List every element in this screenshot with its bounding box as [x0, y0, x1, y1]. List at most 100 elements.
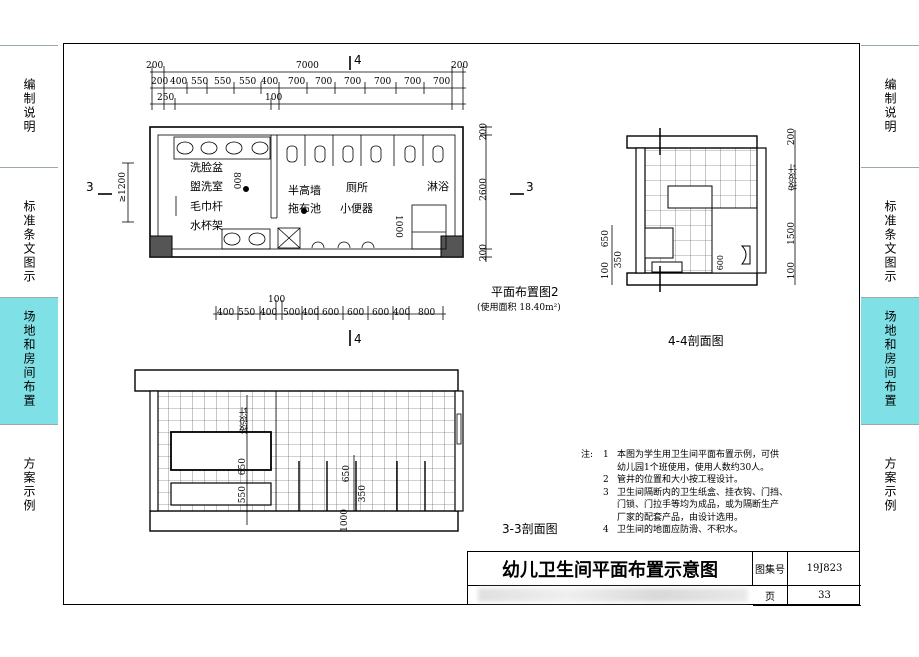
dim-right-2600: 2600 — [479, 178, 489, 201]
dim-b-400: 400 — [393, 308, 411, 318]
note-text: 本图为学生用卫生间平面布置示例，可供 — [617, 450, 780, 460]
dim-800: 800 — [231, 172, 241, 190]
s44-dim-100-right: 100 — [787, 262, 797, 280]
dim-b-600: 600 — [372, 308, 390, 318]
dim-b-800: 800 — [418, 308, 436, 318]
dim-b-550: 550 — [238, 308, 256, 318]
section-mark-3-right: 3 — [526, 180, 534, 194]
label-towel-rail: 毛巾杆 — [190, 200, 223, 213]
notes: 注: 1 本图为学生用卫生间平面布置示例，可供 幼儿园1个班使用，使用人数约30人。… — [581, 449, 821, 537]
label-sink: 洗脸盆 — [190, 161, 223, 174]
page-label: 页 — [753, 586, 788, 606]
label-washroom: 盥洗室 — [190, 180, 223, 193]
dim-b-500: 500 — [283, 308, 301, 318]
tab-label: 场地和房间布置 — [883, 310, 897, 408]
s44-dim-350: 350 — [614, 251, 624, 269]
note-text: 管井的位置和大小按工程设计。 — [617, 475, 744, 485]
tab-label: 方案示例 — [883, 457, 897, 513]
section-3-3 — [134, 369, 464, 532]
dim-400: 400 — [261, 77, 279, 87]
dim-250: 250 — [157, 93, 175, 103]
tab-biaozhun-left[interactable]: 标准条文图示 — [0, 167, 58, 297]
floor-plan — [98, 56, 524, 346]
label-toilet: 厕所 — [346, 181, 368, 194]
section-mark-4-top: 4 — [354, 53, 362, 67]
note-text: 门锁、门拉手等均为成品，或为隔断生产 — [617, 500, 780, 510]
notes-heading: 注: — [581, 450, 594, 460]
drawing-sheet — [63, 43, 860, 605]
dim-550: 550 — [214, 77, 232, 87]
tab-label: 标准条文图示 — [883, 200, 897, 284]
s33-dim-350: 350 — [358, 485, 368, 503]
dim-1000: 1000 — [393, 215, 403, 238]
plan-title: 平面布置图2 — [491, 285, 559, 299]
page-number: 33 — [788, 586, 861, 606]
label-cup-rack: 水杯架 — [190, 219, 223, 232]
dim-700: 700 — [433, 77, 451, 87]
dim-700: 700 — [344, 77, 362, 87]
sidebar-left: 编制说明 标准条文图示 场地和房间布置 方案示例 — [0, 0, 58, 657]
dim-top-7000: 7000 — [296, 61, 319, 71]
label-shower: 淋浴 — [427, 180, 449, 193]
section33-title: 3-3剖面图 — [502, 522, 558, 536]
dim-b-600: 600 — [347, 308, 365, 318]
note-text: 厂家的配套产品，由设计选用。 — [617, 512, 744, 523]
tab-label: 编制说明 — [22, 78, 36, 134]
s44-dim-650: 650 — [601, 230, 611, 248]
dim-400: 400 — [170, 77, 188, 87]
s33-dim-650: 650 — [238, 458, 248, 476]
dim-left-1200: ≥1200 — [118, 172, 128, 203]
note-num: 2 — [603, 475, 609, 485]
dim-b-400: 400 — [260, 308, 278, 318]
s44-dim-asdesign: 按设计 — [789, 164, 799, 191]
section-4-4 — [611, 128, 796, 292]
tab-label: 场地和房间布置 — [22, 310, 36, 408]
note-num: 1 — [603, 450, 609, 460]
dim-b-400: 400 — [217, 308, 235, 318]
note-num: 4 — [603, 525, 609, 535]
dim-right-200-bottom: 200 — [479, 244, 489, 262]
tab-biaozhun-right[interactable]: 标准条文图示 — [861, 167, 919, 297]
atlas-number: 19J823 — [788, 552, 861, 586]
plan-area-note: (使用面积 18.40m²) — [477, 303, 561, 313]
tab-label: 方案示例 — [22, 457, 36, 513]
s33-dim-550: 550 — [238, 486, 248, 504]
dim-top-200-left: 200 — [146, 61, 164, 71]
title-block: 幼儿卫生间平面布置示意图 图集号 19J823 页 33 — [467, 551, 861, 606]
tab-changdi-right[interactable]: 场地和房间布置 — [861, 297, 919, 424]
dim-b-600: 600 — [322, 308, 340, 318]
tab-label: 编制说明 — [883, 78, 897, 134]
atlas-label: 图集号 — [753, 552, 788, 586]
s44-dim-600: 600 — [716, 255, 725, 271]
sidebar-right: 编制说明 标准条文图示 场地和房间布置 方案示例 — [861, 0, 919, 657]
tab-bianzhi-left[interactable]: 编制说明 — [0, 45, 58, 167]
tab-fangan-left[interactable]: 方案示例 — [0, 424, 58, 551]
label-urinal: 小便器 — [340, 202, 373, 215]
label-half-wall: 半高墙 — [288, 184, 321, 197]
s33-dim-650b: 650 — [342, 465, 352, 483]
dim-550: 550 — [191, 77, 209, 87]
section44-title: 4-4剖面图 — [668, 334, 724, 348]
section-mark-4-bottom: 4 — [354, 332, 362, 346]
s44-dim-100-left: 100 — [601, 262, 611, 280]
dim-550: 550 — [239, 77, 257, 87]
note-text: 卫生间的地面应防滑、不积水。 — [617, 525, 744, 535]
tab-fangan-right[interactable]: 方案示例 — [861, 424, 919, 551]
tab-label: 标准条文图示 — [22, 200, 36, 284]
note-text: 卫生间隔断内的卫生纸盒、挂衣钩、门挡、 — [617, 487, 789, 498]
note-num: 3 — [603, 487, 609, 498]
tab-changdi-left[interactable]: 场地和房间布置 — [0, 297, 58, 424]
dim-700: 700 — [404, 77, 422, 87]
tab-bianzhi-right[interactable]: 编制说明 — [861, 45, 919, 167]
dim-100: 100 — [265, 93, 283, 103]
note-text: 幼儿园1个班使用，使用人数约30人。 — [617, 462, 770, 473]
s44-dim-1500: 1500 — [787, 222, 797, 245]
dim-top-200-right: 200 — [451, 61, 469, 71]
dim-b-100: 100 — [268, 295, 286, 305]
drawing-title: 幼儿卫生间平面布置示意图 — [468, 552, 753, 586]
dim-700: 700 — [288, 77, 306, 87]
dim-200: 200 — [151, 77, 169, 87]
s33-dim-asdesign: 按设计 — [240, 407, 250, 434]
s44-dim-200: 200 — [787, 128, 797, 146]
